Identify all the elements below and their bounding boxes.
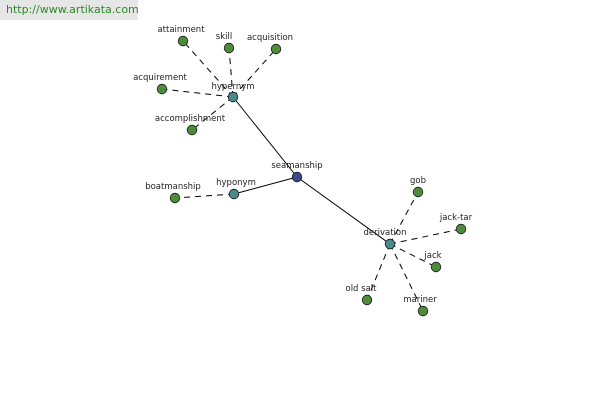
node-label-hypernym[interactable]: hypernym	[211, 82, 254, 92]
node-jack[interactable]: jack	[423, 251, 442, 273]
node-label-gob[interactable]: gob	[410, 176, 426, 186]
edge-hypernym-acquirement	[161, 88, 234, 98]
edge-seamanship-derivation	[296, 176, 391, 245]
node-old-salt[interactable]: old salt	[346, 284, 378, 306]
edge-hypernym-skill	[228, 47, 234, 98]
node-label-old-salt[interactable]: old salt	[346, 284, 378, 294]
site-url-link[interactable]: http://www.artikata.com	[0, 0, 139, 20]
node-accomplishment[interactable]: accomplishment	[155, 114, 226, 136]
node-boatmanship[interactable]: boatmanship	[145, 182, 201, 204]
node-dot-skill[interactable]	[223, 42, 235, 54]
node-label-mariner[interactable]: mariner	[403, 295, 437, 305]
node-label-accomplishment[interactable]: accomplishment	[155, 114, 226, 124]
edge-seamanship-hypernym	[232, 96, 298, 178]
node-attainment[interactable]: attainment	[157, 25, 205, 47]
node-dot-seamanship[interactable]	[291, 171, 303, 183]
node-dot-jack[interactable]	[430, 261, 442, 273]
node-label-derivation[interactable]: derivation	[363, 228, 406, 238]
node-dot-gob[interactable]	[412, 186, 424, 198]
edge-seamanship-hyponym	[233, 176, 298, 195]
node-skill[interactable]: skill	[216, 32, 235, 54]
node-dot-acquirement[interactable]	[156, 83, 168, 95]
node-dot-mariner[interactable]	[417, 305, 429, 317]
graph-nodes: seamanship hypernym hyponym derivation attai…	[133, 25, 473, 317]
node-acquirement[interactable]: acquirement	[133, 73, 188, 95]
edge-derivation-jack	[389, 243, 437, 268]
node-label-seamanship[interactable]: seamanship	[271, 161, 322, 171]
node-dot-jack-tar[interactable]	[455, 223, 467, 235]
node-label-attainment[interactable]: attainment	[157, 25, 205, 35]
node-label-skill[interactable]: skill	[216, 32, 232, 42]
node-dot-accomplishment[interactable]	[186, 124, 198, 136]
node-acquisition[interactable]: acquisition	[247, 33, 293, 55]
node-label-boatmanship[interactable]: boatmanship	[145, 182, 201, 192]
node-dot-attainment[interactable]	[177, 35, 189, 47]
node-dot-acquisition[interactable]	[270, 43, 282, 55]
node-dot-boatmanship[interactable]	[169, 192, 181, 204]
node-dot-old-salt[interactable]	[361, 294, 373, 306]
node-seamanship[interactable]: seamanship	[271, 161, 323, 183]
edge-hyponym-boatmanship	[174, 193, 235, 199]
node-derivation[interactable]: derivation	[363, 228, 407, 250]
node-gob[interactable]: gob	[410, 176, 426, 198]
node-dot-hypernym[interactable]	[227, 91, 239, 103]
node-label-jack[interactable]: jack	[423, 251, 441, 261]
edge-hypernym-attainment	[182, 40, 234, 98]
edge-derivation-mariner	[389, 243, 424, 312]
node-mariner[interactable]: mariner	[403, 295, 437, 317]
node-label-hyponym[interactable]: hyponym	[216, 178, 256, 188]
edge-derivation-jack-tar	[389, 228, 462, 245]
graph-edges	[161, 40, 462, 312]
node-label-acquirement[interactable]: acquirement	[133, 73, 187, 83]
node-dot-derivation[interactable]	[384, 238, 396, 250]
node-hypernym[interactable]: hypernym	[211, 82, 255, 103]
node-jack-tar[interactable]: jack-tar	[439, 213, 473, 235]
edge-hypernym-accomplishment	[191, 96, 234, 131]
node-label-jack-tar[interactable]: jack-tar	[439, 213, 473, 223]
node-dot-hyponym[interactable]	[228, 188, 240, 200]
node-hyponym[interactable]: hyponym	[216, 178, 256, 200]
node-label-acquisition[interactable]: acquisition	[247, 33, 293, 43]
edge-derivation-gob	[389, 191, 419, 245]
